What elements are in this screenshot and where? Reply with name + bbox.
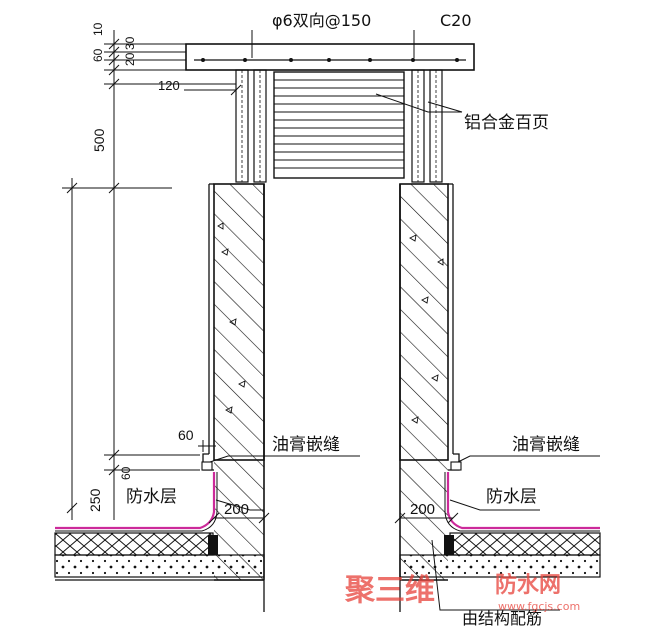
waterproof-label-left: 防水层: [126, 487, 177, 507]
roof-slab-left: [54, 554, 265, 578]
dim-60-vert: 60: [119, 466, 133, 480]
structural-rebar-label: 由结构配筋: [462, 609, 542, 628]
dim-500: 500: [91, 128, 107, 152]
dim-30: 30: [123, 36, 137, 50]
watermark-url: www.fgcjs.com: [498, 600, 580, 613]
waterproof-membrane: [55, 472, 600, 532]
dim-200-right: 200: [410, 501, 435, 518]
watermark-main: 聚三维: [344, 573, 435, 608]
right-wall: [399, 183, 454, 580]
waterproof-label-right: 防水层: [486, 487, 537, 507]
dim-200-left: 200: [224, 501, 249, 518]
louver-blades: [273, 71, 405, 179]
watermark-sub: 防水网: [495, 573, 561, 598]
concrete-cap: [185, 43, 475, 71]
dim-250: 250: [87, 488, 103, 512]
leader-lines: [209, 30, 600, 611]
dim-10: 10: [91, 22, 105, 36]
sealant-label-left: 油膏嵌缝: [272, 434, 340, 455]
roof-slab-right: [399, 554, 601, 578]
rebar-label: φ6双向@150: [272, 11, 371, 30]
dim-120: 120: [158, 78, 180, 93]
dim-20: 20: [123, 52, 137, 66]
louver-label: 铝合金百页: [464, 113, 549, 133]
watermark: 聚三维 防水网 www.fgcjs.com: [344, 573, 580, 613]
sealant-label-right: 油膏嵌缝: [512, 434, 580, 455]
left-wall: [208, 183, 265, 580]
roof-insulation-left: [54, 532, 218, 556]
roof-insulation-right: [444, 532, 601, 556]
dim-60-ledge: 60: [178, 427, 194, 443]
dim-60-top: 60: [91, 48, 105, 62]
concrete-grade-label: C20: [440, 11, 472, 30]
dimension-lines: [62, 30, 459, 524]
louver-frame: [235, 69, 443, 183]
